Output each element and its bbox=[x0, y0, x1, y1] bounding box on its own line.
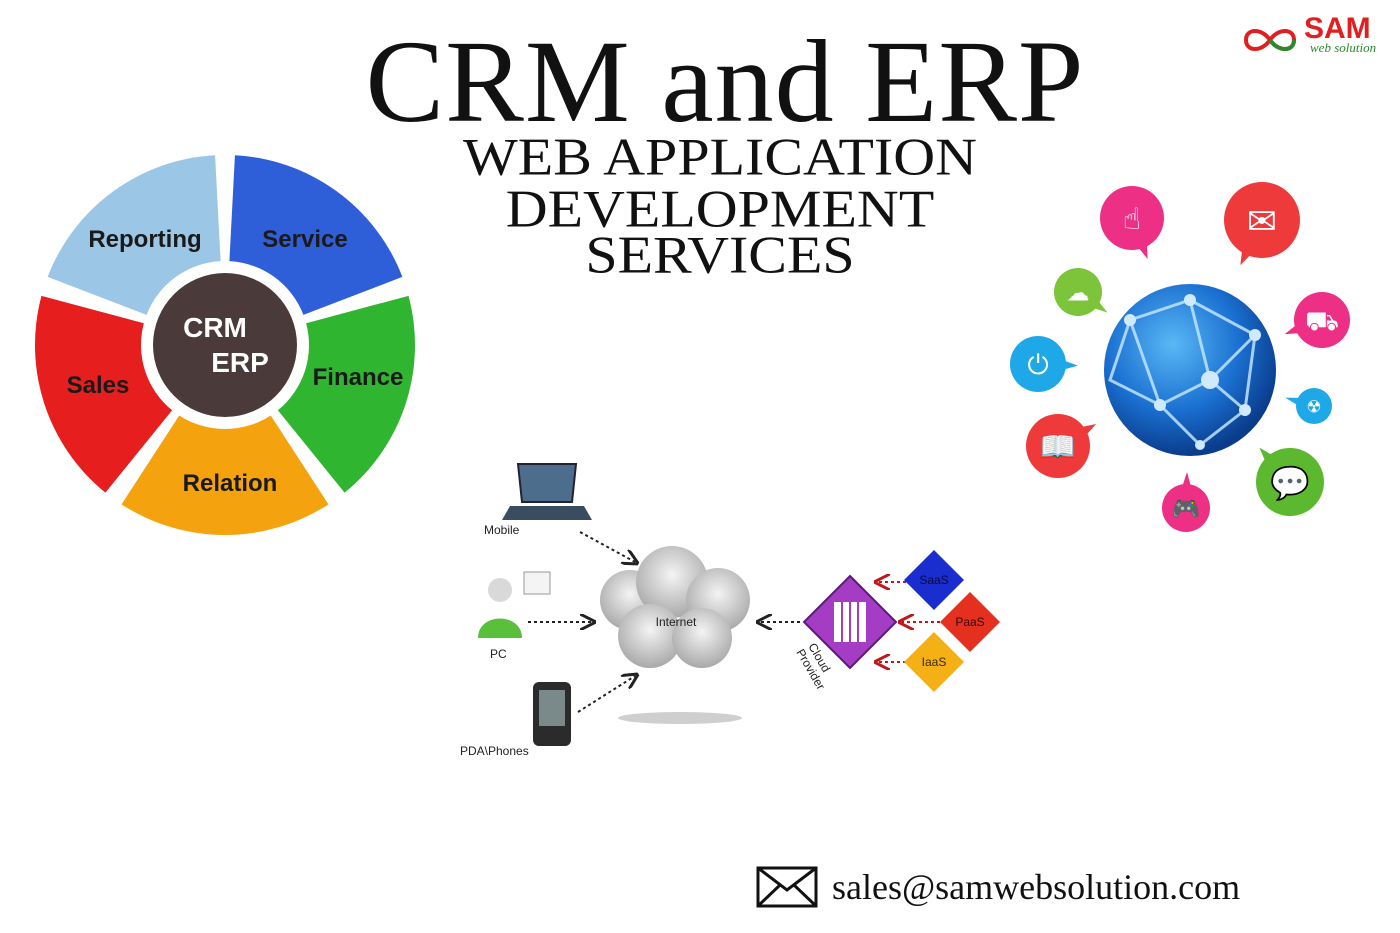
svg-text:📖: 📖 bbox=[1039, 430, 1076, 465]
logo-tagline: web solution bbox=[1310, 40, 1377, 55]
pda-phones-label: PDA\Phones bbox=[460, 744, 529, 758]
globe-icon bbox=[1104, 284, 1276, 456]
wheel-segment-sales bbox=[34, 295, 173, 493]
wheel-segment-reporting bbox=[47, 155, 221, 315]
svg-text:☢: ☢ bbox=[1306, 397, 1321, 417]
svg-text:💬: 💬 bbox=[1270, 464, 1310, 502]
iaas-diamond bbox=[904, 632, 964, 692]
cloud-network-diagram: Mobile PC PDA\Phones Internet Cloud Prov… bbox=[460, 463, 1000, 758]
subtitle-line-2: DEVELOPMENT bbox=[505, 178, 935, 239]
globe-app-icons: ☝ ✉ ☁ ⛟ ⏻ ☢ 📖 💬 🎮 bbox=[1010, 182, 1350, 532]
wheel-segment-finance bbox=[277, 295, 416, 493]
svg-text:⏻: ⏻ bbox=[1027, 350, 1048, 381]
wheel-label-relation: Relation bbox=[183, 470, 278, 497]
logo-word: SAM bbox=[1304, 12, 1371, 45]
svg-text:🎮: 🎮 bbox=[1172, 496, 1201, 522]
pda-phone-icon bbox=[533, 682, 571, 746]
wheel-segment-relation bbox=[121, 415, 329, 535]
mobile-label: Mobile bbox=[484, 523, 520, 537]
radiation-icon: ☢ bbox=[1285, 388, 1332, 424]
wheel-label-reporting: Reporting bbox=[88, 226, 201, 253]
laptop-icon bbox=[502, 463, 592, 520]
icon-bubbles: ☝ ✉ ☁ ⛟ ⏻ ☢ 📖 💬 🎮 bbox=[1010, 182, 1350, 532]
page-title: CRM and ERP bbox=[365, 16, 1085, 147]
plug-icon: ⏻ bbox=[1010, 336, 1078, 392]
mail-icon: ✉ bbox=[1224, 182, 1300, 266]
svg-text:⛟: ⛟ bbox=[1305, 306, 1339, 337]
pc-label: PC bbox=[490, 647, 507, 661]
email-link[interactable]: sales@samwebsolution.com bbox=[832, 867, 1241, 907]
svg-text:☁: ☁ bbox=[1067, 280, 1090, 306]
svg-text:☝: ☝ bbox=[1123, 202, 1141, 237]
saas-diamond bbox=[904, 550, 964, 610]
paas-diamond bbox=[940, 592, 1000, 652]
chat-icon: 💬 bbox=[1256, 447, 1324, 516]
iaas-label: IaaS bbox=[922, 655, 947, 669]
hand-pointer-icon: ☝ bbox=[1100, 186, 1164, 260]
sam-logo-icon bbox=[1243, 29, 1297, 51]
shopping-bag-icon: ⛟ bbox=[1284, 292, 1350, 348]
svg-text:✉: ✉ bbox=[1247, 201, 1277, 242]
wheel-label-sales: Sales bbox=[67, 372, 130, 399]
book-icon: 📖 bbox=[1026, 414, 1097, 478]
contact-email[interactable]: sales@samwebsolution.com bbox=[756, 864, 1240, 910]
crm-erp-wheel: CRM ERP Reporting Service Finance Relati… bbox=[34, 155, 416, 535]
cloud-provider-server-icon bbox=[802, 574, 898, 670]
wheel-label-service: Service bbox=[262, 226, 347, 253]
wheel-segments bbox=[34, 155, 416, 535]
wheel-center-crm: CRM bbox=[183, 312, 247, 343]
wheel-label-finance: Finance bbox=[313, 364, 404, 391]
subtitle-line-1: WEB APPLICATION bbox=[463, 126, 977, 187]
wheel-center bbox=[153, 273, 297, 417]
cloud-icon: ☁ bbox=[1054, 268, 1108, 316]
internet-cloud-icon bbox=[600, 546, 750, 724]
user-pc-icon bbox=[478, 571, 551, 638]
game-controller-icon: 🎮 bbox=[1162, 472, 1210, 532]
internet-label: Internet bbox=[656, 615, 697, 629]
paas-label: PaaS bbox=[955, 615, 984, 629]
envelope-icon bbox=[756, 866, 818, 908]
wheel-center-erp: ERP bbox=[211, 347, 269, 378]
wheel-segment-service bbox=[229, 155, 403, 315]
saas-label: SaaS bbox=[919, 573, 948, 587]
subtitle-line-3: SERVICES bbox=[585, 224, 855, 285]
